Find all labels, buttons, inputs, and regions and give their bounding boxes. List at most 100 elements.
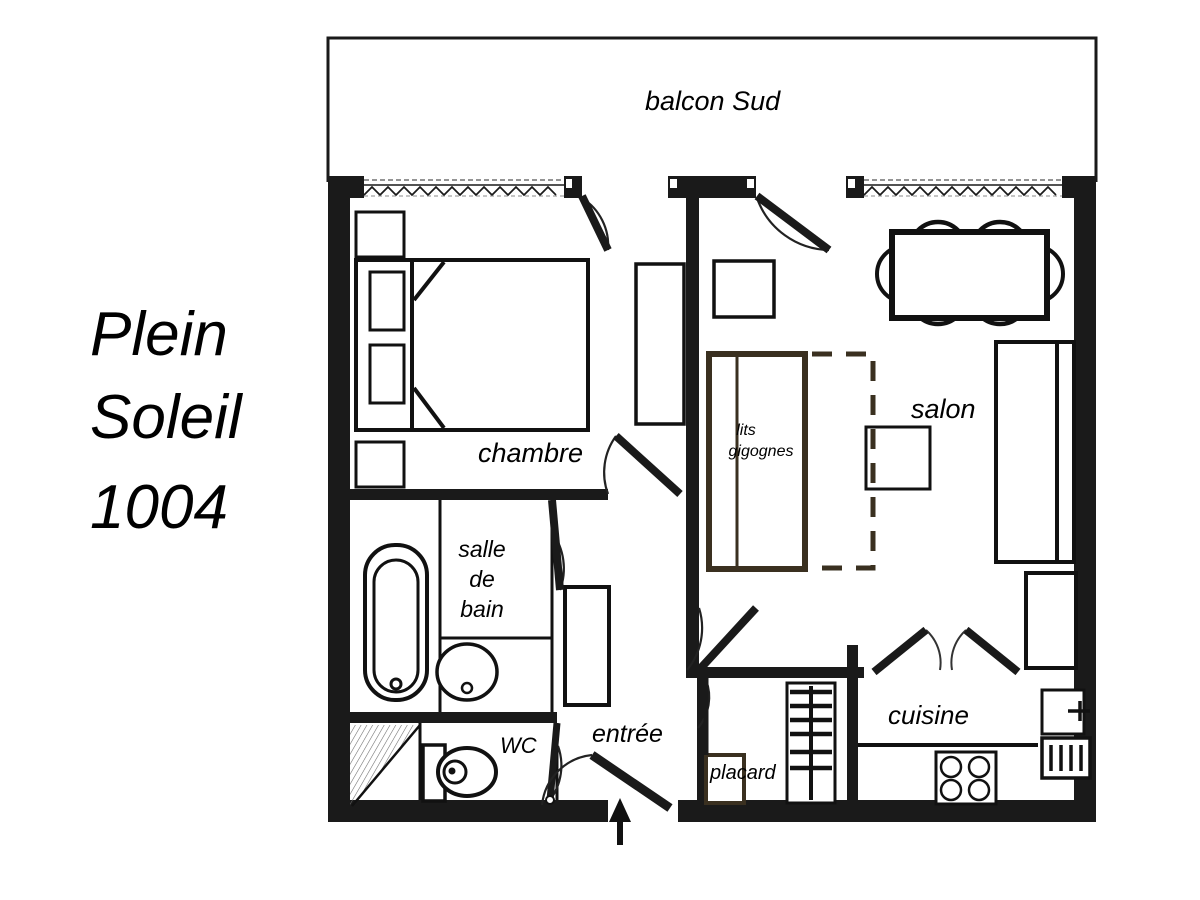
door-leaf <box>548 499 564 591</box>
wall-kitchen-west <box>847 645 858 805</box>
wall-bathroom-south <box>350 712 555 723</box>
shower-diagonal <box>351 724 421 807</box>
wc-fixtures <box>350 723 559 810</box>
wall-wc-stub <box>545 712 557 723</box>
doors <box>540 192 1021 845</box>
bed-fold-bottom <box>412 386 446 430</box>
wall-hall-north <box>686 667 864 678</box>
dishwasher-front-lines <box>1049 745 1083 771</box>
label-wc: WC <box>500 733 537 758</box>
side-cabinet-salon <box>712 259 776 319</box>
jamb-notch-b <box>747 179 754 188</box>
door-hinge <box>545 795 555 805</box>
door-arc <box>950 629 967 671</box>
nightstand-bottom <box>354 440 406 489</box>
label-trundle-beds-1: lits <box>736 422 756 439</box>
washbasin <box>435 642 499 702</box>
label-salon: salon <box>911 394 976 424</box>
door-leaf <box>589 751 673 812</box>
bathtub-inner <box>372 558 420 694</box>
wall-partition-center <box>686 196 699 676</box>
jamb-notch-a <box>670 179 677 188</box>
wall-north-pier-west <box>328 176 364 198</box>
door-arc <box>686 607 704 671</box>
entry-elements <box>704 681 837 805</box>
door-leaf <box>696 605 759 673</box>
label-bathroom-3: bain <box>460 596 503 622</box>
door-wc <box>545 722 563 805</box>
title-line-3: 1004 <box>90 473 228 542</box>
pillow-lower <box>368 343 406 405</box>
label-trundle-beds-2: gigognes <box>729 443 794 460</box>
door-arc <box>540 753 593 806</box>
sofa <box>994 340 1076 564</box>
door-leaf <box>546 722 561 801</box>
dining-table <box>889 229 1050 321</box>
shelving-rungs <box>790 689 832 771</box>
wall-west <box>328 176 350 822</box>
wall-chambre-south <box>350 489 608 500</box>
coffee-table <box>864 425 932 491</box>
toilet-flush-point <box>448 767 456 775</box>
door-chambre-balcony <box>578 194 612 252</box>
bed-fold-top <box>412 260 446 302</box>
chambre-furniture <box>354 210 686 489</box>
fridge <box>1024 571 1078 670</box>
label-chambre: chambre <box>478 438 583 468</box>
wall-south-left <box>328 800 608 822</box>
washbasin-drain <box>460 681 474 695</box>
wall-placard-west <box>697 678 706 802</box>
label-bathroom-2: de <box>469 566 495 592</box>
door-salon-balcony <box>754 192 832 254</box>
door-kitchen-right <box>950 626 1021 676</box>
entry-direction-arrow <box>609 798 631 845</box>
plan-text-labels: Plein Soleil 1004 balcon Sud chambre sal… <box>90 86 976 784</box>
window-chambre <box>363 177 564 197</box>
bathtub-drain <box>389 677 403 691</box>
burner-4 <box>967 778 991 802</box>
jamb-notch-d <box>566 179 572 188</box>
label-placard: placard <box>709 762 776 784</box>
wall-north-center-block <box>668 176 756 198</box>
dishwasher <box>1040 736 1092 780</box>
kitchen-fixtures <box>858 571 1092 806</box>
nightstand-top <box>354 210 406 259</box>
wall-east <box>1074 176 1096 822</box>
hall-cupboard <box>563 585 611 707</box>
pillow-upper <box>368 270 406 332</box>
door-placard <box>697 678 711 755</box>
interior-walls <box>350 196 864 805</box>
door-leaf <box>963 626 1021 676</box>
door-salon-hall <box>686 605 759 673</box>
door-arc <box>603 435 617 495</box>
title-line-1: Plein <box>90 300 228 369</box>
placard-box <box>704 753 746 805</box>
bathroom-fixtures <box>363 500 611 712</box>
jamb-notch-c <box>848 179 855 188</box>
title-line-2: Soleil <box>90 383 244 452</box>
door-chambre-hall <box>603 433 683 497</box>
wall-north-pier-east <box>1062 176 1096 198</box>
door-leaf <box>613 433 683 497</box>
burner-1 <box>939 755 963 779</box>
wardrobe-chambre <box>634 262 686 426</box>
trundle-beds <box>706 351 808 572</box>
entry-door <box>540 751 673 845</box>
door-leaf <box>578 194 612 252</box>
label-kitchen: cuisine <box>888 700 969 730</box>
label-entry: entrée <box>592 720 663 748</box>
door-bathroom <box>548 499 565 591</box>
door-arc <box>925 629 942 671</box>
balcony-outline <box>326 36 1098 182</box>
burner-2 <box>967 755 991 779</box>
balcony-area <box>326 36 1098 182</box>
door-kitchen-left <box>871 626 942 676</box>
burner-3 <box>939 778 963 802</box>
label-bathroom-1: salle <box>458 536 505 562</box>
window-salon <box>863 177 1062 197</box>
door-arc <box>755 197 830 252</box>
door-leaf <box>754 192 832 254</box>
door-leaf <box>871 626 929 676</box>
